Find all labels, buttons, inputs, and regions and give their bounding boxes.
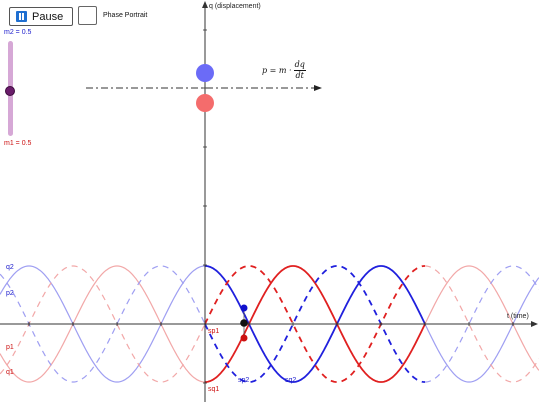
curve-p1-faded xyxy=(425,265,539,383)
axis-ticks xyxy=(28,29,514,384)
formula-numerator: dq xyxy=(293,60,306,71)
momentum-formula: p = m · dq dt xyxy=(262,60,306,81)
red-point[interactable] xyxy=(240,334,248,342)
x-axis-arrow xyxy=(531,321,538,327)
curve-p2-faded xyxy=(0,265,206,383)
pause-label: Pause xyxy=(32,10,64,23)
curve-q2-faded xyxy=(0,265,205,383)
mass-red-ball[interactable] xyxy=(196,94,214,112)
time-point[interactable] xyxy=(240,319,248,327)
label-left-q2: q2 xyxy=(6,264,14,271)
label-sp2: sp2 xyxy=(238,377,250,384)
phase-portrait-label: Phase Portrait xyxy=(103,12,148,19)
curve-p1-active xyxy=(204,265,425,383)
formula-lhs: p = m · xyxy=(262,66,292,75)
reference-line-arrow xyxy=(314,85,322,91)
curve-q2-faded xyxy=(424,277,539,383)
label-sq1: sq1 xyxy=(208,386,220,393)
label-left-p1: p1 xyxy=(6,344,14,351)
y-axis-label: q (displacement) xyxy=(209,3,261,10)
label-left-p2: p2 xyxy=(6,290,14,297)
curve-q1-faded xyxy=(0,265,205,383)
blue-point[interactable] xyxy=(240,304,248,312)
label-sq2: sq2 xyxy=(285,377,297,384)
pause-button[interactable]: Pause xyxy=(9,7,73,26)
slider-top-label: m2 = 0.5 xyxy=(4,29,32,36)
pause-icon xyxy=(16,11,27,22)
x-axis-label: t (time) xyxy=(507,313,529,320)
mass-slider-knob[interactable] xyxy=(5,86,15,96)
formula-denominator: dt xyxy=(295,71,304,80)
curve-p1-faded xyxy=(0,265,206,383)
curve-p2-faded xyxy=(425,265,539,383)
label-left-q1: q1 xyxy=(6,369,14,376)
curve-q1-faded xyxy=(424,265,539,371)
phase-portrait-checkbox[interactable] xyxy=(78,6,97,25)
y-axis-arrow xyxy=(202,1,208,8)
slider-bottom-label: m1 = 0.5 xyxy=(4,140,32,147)
formula-fraction: dq dt xyxy=(293,60,306,81)
label-sp1: sp1 xyxy=(208,328,220,335)
curve-p2-active xyxy=(204,265,425,383)
mass-blue-ball[interactable] xyxy=(196,64,214,82)
